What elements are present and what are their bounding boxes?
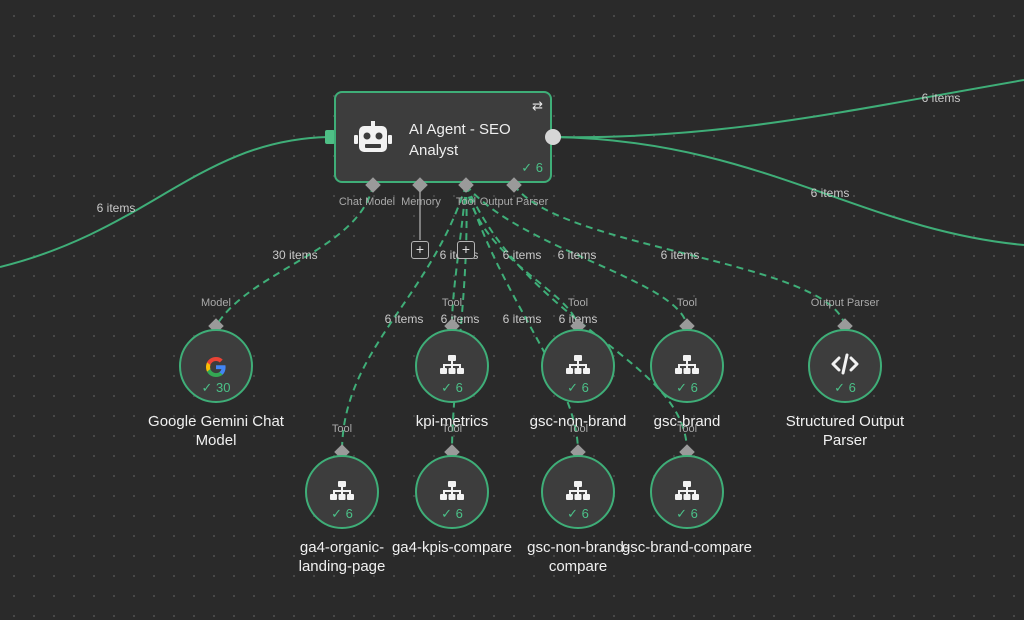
edge-output-top xyxy=(552,79,1024,139)
gsc-non-brand-title: gsc-non-brand xyxy=(529,413,627,430)
port-label-tool: Tool xyxy=(455,196,477,208)
sitemap-icon xyxy=(675,355,699,380)
robot-icon xyxy=(354,121,392,162)
edge-model xyxy=(215,184,374,327)
edge-label-tool-2: 6 items xyxy=(502,248,542,262)
agent-title: AI Agent - SEO Analyst xyxy=(409,121,511,159)
ga4-organic-port-label: Tool xyxy=(331,423,353,435)
ga4-kpis-compare-node[interactable]: ✓ 6 xyxy=(415,455,489,529)
refresh-icon[interactable]: ⇄ xyxy=(532,98,543,113)
edge-tool-gsc-brand xyxy=(465,184,688,327)
ga4-organic-landing-page-node[interactable]: ✓ 6 xyxy=(305,455,379,529)
gsc-non-brand-compare-title: gsc-non-brand-compare xyxy=(527,539,629,575)
gsc-non-brand-compare-count: ✓ 6 xyxy=(567,506,589,521)
google-icon xyxy=(204,355,228,384)
gemini-count: ✓ 30 xyxy=(201,380,231,395)
ga4-organic-title: ga4-organic-landing-page xyxy=(298,539,386,575)
agent-output-port[interactable] xyxy=(545,129,561,145)
structured-output-count: ✓ 6 xyxy=(834,380,856,395)
port-label-output-parser: Output Parser xyxy=(479,196,549,208)
ga4-kpis-count: ✓ 6 xyxy=(441,506,463,521)
add-memory-button[interactable]: + xyxy=(411,241,429,259)
edge-label-output-top: 6 items xyxy=(921,91,961,105)
gsc-brand-compare-count: ✓ 6 xyxy=(676,506,698,521)
code-icon xyxy=(831,353,859,380)
kpi-metrics-title: kpi-metrics xyxy=(415,413,489,430)
add-tool-button[interactable]: + xyxy=(457,241,475,259)
gsc-non-brand-count: ✓ 6 xyxy=(567,380,589,395)
edge-label-tool-4: 6 items xyxy=(384,312,424,326)
port-label-memory: Memory xyxy=(401,196,441,208)
gsc-brand-node[interactable]: ✓ 6 xyxy=(650,329,724,403)
port-label-chat-model: Chat Model xyxy=(338,196,396,208)
edge-tool-ga4-organic xyxy=(341,184,467,453)
gsc-brand-port-label: Tool xyxy=(676,297,698,309)
edge-output-parser xyxy=(513,184,846,327)
edge-input xyxy=(0,136,329,268)
gsc-brand-compare-port-label: Tool xyxy=(676,423,698,435)
kpi-metrics-count: ✓ 6 xyxy=(441,380,463,395)
agent-input-port[interactable] xyxy=(325,130,335,144)
sitemap-icon xyxy=(440,355,464,380)
gsc-brand-compare-title: gsc-brand-compare xyxy=(621,539,753,556)
ga4-kpis-port-label: Tool xyxy=(441,423,463,435)
sitemap-icon xyxy=(566,481,590,506)
edge-output-bottom xyxy=(552,136,1024,246)
edge-label-tool-6: 6 items xyxy=(502,312,542,326)
agent-item-count: ✓ 6 xyxy=(521,160,543,175)
sitemap-icon xyxy=(330,481,354,506)
ga4-organic-count: ✓ 6 xyxy=(331,506,353,521)
edge-label-tool-3: 6 items xyxy=(557,248,597,262)
structured-output-parser-node[interactable]: ✓ 6 xyxy=(808,329,882,403)
ai-agent-node[interactable]: AI Agent - SEO Analyst ⇄ ✓ 6 xyxy=(334,91,552,183)
gsc-non-brand-port-label: Tool xyxy=(567,297,589,309)
structured-output-port-label: Output Parser xyxy=(810,297,880,309)
kpi-metrics-node[interactable]: ✓ 6 xyxy=(415,329,489,403)
gsc-non-brand-node[interactable]: ✓ 6 xyxy=(541,329,615,403)
gsc-brand-count: ✓ 6 xyxy=(676,380,698,395)
sitemap-icon xyxy=(675,481,699,506)
edge-label-model: 30 items xyxy=(272,248,318,262)
google-gemini-node[interactable]: ✓ 30 xyxy=(179,329,253,403)
edge-label-input: 6 items xyxy=(96,201,136,215)
sitemap-icon xyxy=(566,355,590,380)
edge-label-output-parser: 6 items xyxy=(660,248,700,262)
edge-label-output-bottom: 6 items xyxy=(810,186,850,200)
kpi-metrics-port-label: Tool xyxy=(441,297,463,309)
ga4-kpis-title: ga4-kpis-compare xyxy=(391,539,513,556)
gsc-brand-compare-node[interactable]: ✓ 6 xyxy=(650,455,724,529)
gsc-non-brand-compare-node[interactable]: ✓ 6 xyxy=(541,455,615,529)
gsc-non-brand-compare-port-label: Tool xyxy=(567,423,589,435)
gemini-port-label: Model xyxy=(201,297,231,309)
gsc-brand-title: gsc-brand xyxy=(653,413,721,430)
sitemap-icon xyxy=(440,481,464,506)
